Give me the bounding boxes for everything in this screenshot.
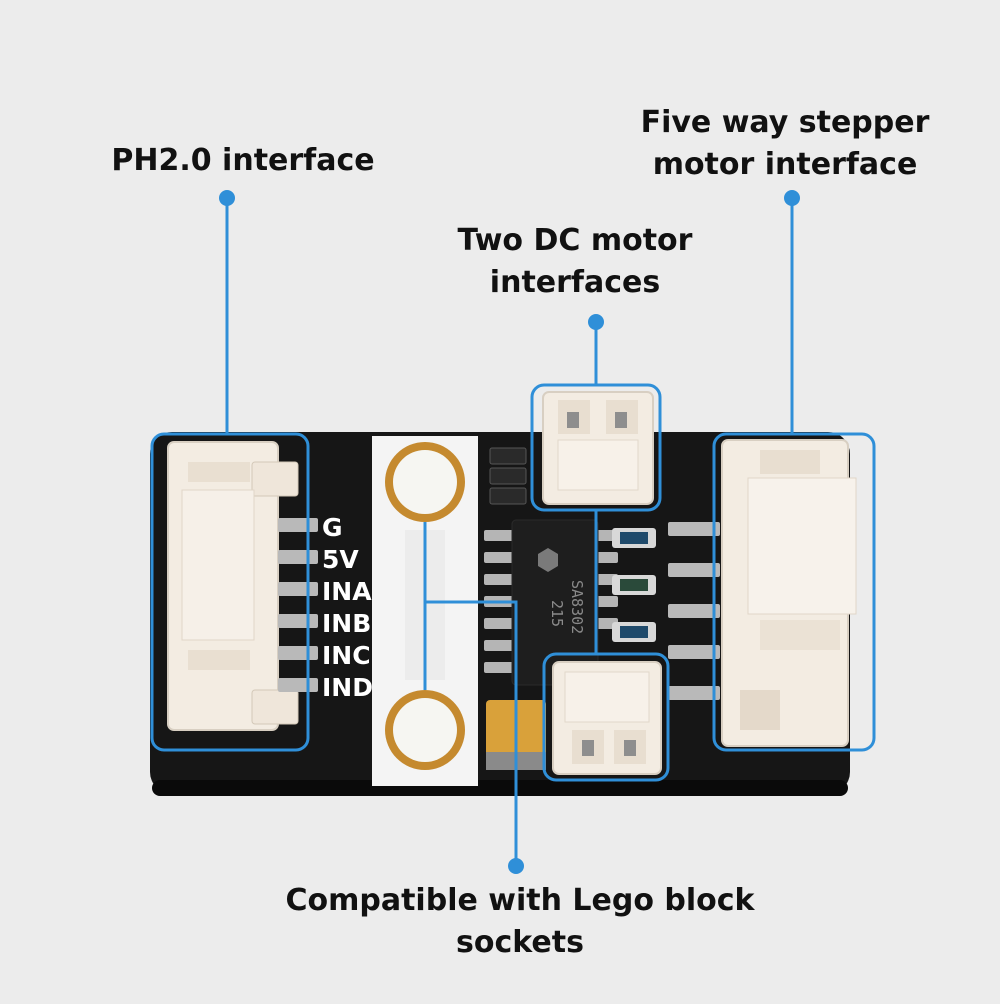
dot-ph20: [219, 190, 235, 206]
dot-stepper: [784, 190, 800, 206]
pin-label-g: G: [322, 513, 343, 542]
callout-label-stepper-line2: motor interface: [652, 147, 918, 182]
callout-box-stepper: [712, 432, 876, 752]
callout-label-lego: Compatible with Lego block sockets: [280, 880, 760, 964]
callout-label-stepper-line1: Five way stepper: [640, 105, 930, 140]
board-shadow: [152, 780, 848, 796]
driver-chip: SA8302 215: [484, 519, 618, 686]
pin-label-inc: INC: [322, 641, 371, 670]
callout-label-stepper: Five way stepper motor interface: [630, 102, 940, 186]
callout-label-ph20: PH2.0 interface: [108, 140, 378, 182]
pin-label-5v: 5V: [322, 545, 359, 574]
dc-connector-bottom: [552, 661, 662, 775]
callout-box-ph20: [150, 432, 310, 752]
smd-components: [489, 447, 527, 505]
callout-label-ph20-line1: PH2.0 interface: [111, 143, 375, 178]
leader-dots: [219, 190, 800, 874]
callout-label-dc-line2: interfaces: [489, 265, 661, 300]
ph20-connector: [167, 441, 299, 731]
leader-lines: [225, 198, 794, 866]
pin-label-inb: INB: [322, 609, 371, 638]
callout-box-dc-bottom: [542, 652, 670, 782]
callout-label-lego-line1: Compatible with Lego block: [285, 883, 755, 918]
dc-connector-top: [542, 391, 654, 505]
pin-label-ind: IND: [322, 673, 373, 702]
chip-marking-line2: 215: [548, 600, 566, 627]
stepper-pins: [668, 522, 720, 700]
callout-label-dc-line1: Two DC motor: [457, 223, 693, 258]
pin-label-ina: INA: [322, 577, 372, 606]
leader-lego-link: [425, 600, 518, 866]
chip-marking-line1: SA8302: [568, 580, 586, 634]
dot-lego: [508, 858, 524, 874]
callout-boxes: [150, 383, 876, 782]
stepper-connector: [721, 439, 857, 747]
status-leds: [612, 528, 656, 642]
callout-label-dc: Two DC motor interfaces: [450, 220, 700, 304]
callout-label-lego-line2: sockets: [456, 925, 584, 960]
dot-dc: [588, 314, 604, 330]
